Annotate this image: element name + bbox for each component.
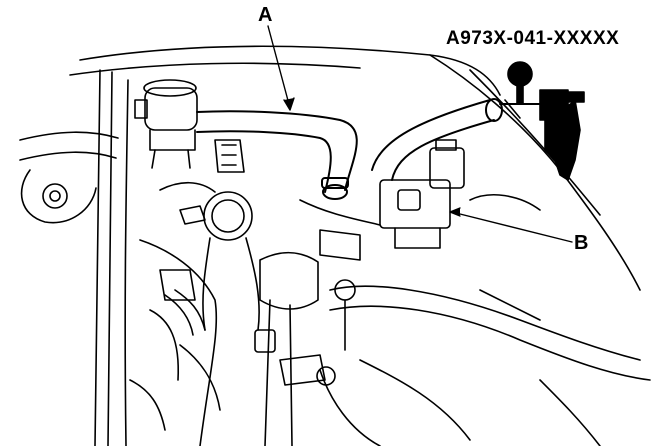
right-side-components [280,195,650,446]
upper-body-panel [70,46,640,290]
leader-line-a [268,26,290,108]
leader-line-b [452,212,572,242]
left-frame-rails [20,70,128,446]
callout-label-b: B [574,232,589,254]
purge-control-valve [135,80,197,168]
vacuum-solenoid-valve [380,140,464,248]
vacuum-hose-b [372,99,502,180]
engine-block [140,240,318,446]
arrowhead-b [450,208,460,216]
vacuum-pump-gauge-tool [500,62,584,180]
arrowhead-a [284,98,294,110]
vacuum-hose-a [197,111,357,199]
lower-hoses [130,290,220,430]
intake-components [160,140,259,330]
leader-lines [268,26,572,242]
tool-part-number: A973X-041-XXXXX [446,28,620,49]
callout-label-a: A [258,4,273,26]
